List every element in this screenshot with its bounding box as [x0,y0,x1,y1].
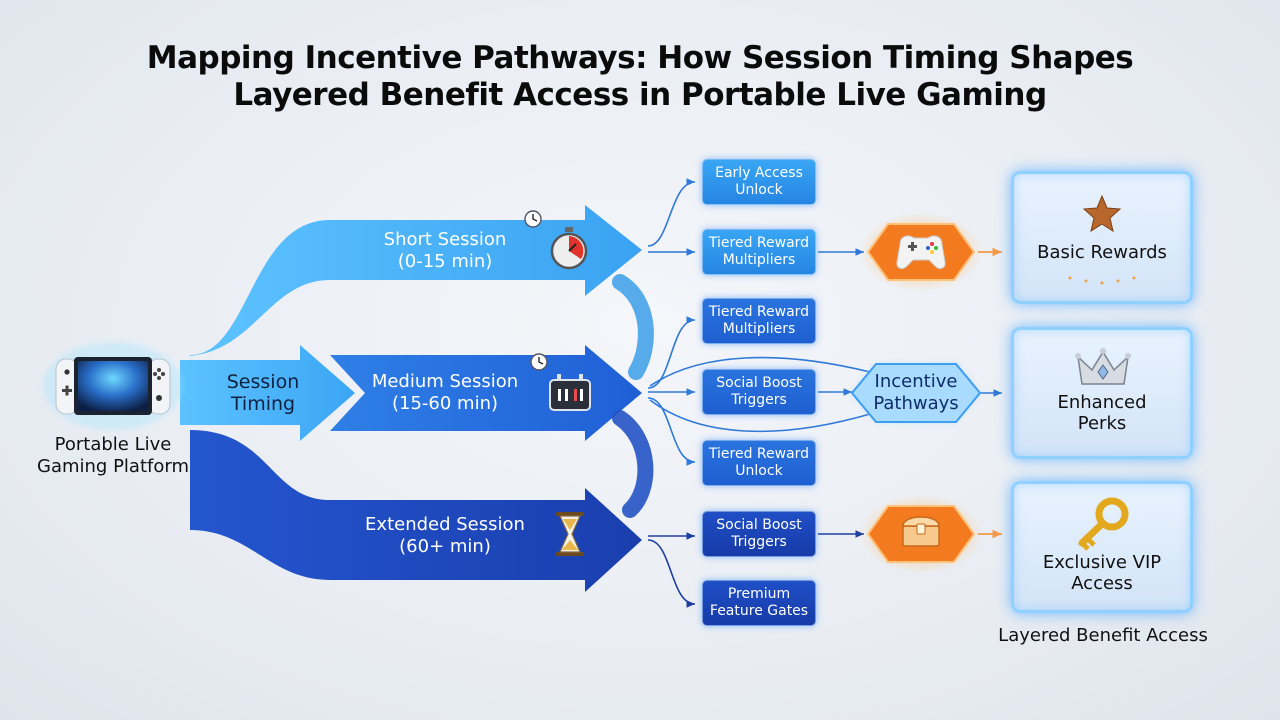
box-line2: Triggers [731,534,787,550]
box-line1: Tiered Reward [708,304,810,320]
reward-basic-rewards: Basic Rewards [1011,171,1193,304]
incentive-line2: Pathways [873,393,959,414]
box-line1: Social Boost [716,517,802,533]
box-line1: Tiered Reward [708,235,810,251]
box-line2: Multipliers [722,252,796,268]
short-session-name: Short Session [383,229,507,250]
reward-line2: Perks [1077,413,1127,434]
loop-upper [649,356,871,387]
medium-session-band [330,345,642,441]
loop-lower [649,399,871,433]
treasure-chest-icon [902,516,940,547]
incentive-line1: Incentive [874,371,958,392]
box-line2: Unlock [735,463,783,479]
clock-icon-short [524,210,542,228]
platform-label-line1: Portable Live [54,434,172,455]
session-timing-arrow [180,345,355,441]
short-session-band [190,205,642,356]
reward-line1: Basic Rewards [1037,242,1167,263]
reward-exclusive-vip-access: Exclusive VIP Access [1011,481,1193,613]
box-line1: Tiered Reward [708,446,810,462]
stopwatch-icon [550,227,588,270]
scoreboard-icon [549,374,591,411]
branch-early-access [647,178,696,247]
extended-session-range: (60+ min) [399,536,491,557]
layered-benefit-access-caption: Layered Benefit Access [998,625,1208,646]
gamepad-icon [896,235,946,270]
medium-session-name: Medium Session [371,371,519,392]
box-line1: Social Boost [716,375,802,391]
short-session-label: Short Session (0-15 min) [360,229,530,273]
incentive-pathways-label: Incentive Pathways [856,371,976,415]
clock-icon-medium [530,353,548,371]
reward-enhanced-perks: Enhanced Perks [1011,327,1193,459]
reward-line2: Access [1071,573,1133,594]
box-line2: Triggers [731,392,787,408]
box-line2: Multipliers [722,321,796,337]
title-line-1: Mapping Incentive Pathways: How Session … [146,40,1134,76]
medium-session-range: (15-60 min) [391,393,498,414]
platform-label: Portable Live Gaming Platform [20,434,206,478]
branch-premium-gates [647,539,696,608]
medium-session-label: Medium Session (15-60 min) [355,371,535,415]
extended-session-name: Extended Session [365,514,525,535]
branch-tiered-multipliers-2 [647,316,696,389]
box-line2: Feature Gates [709,603,809,619]
reward-line1: Exclusive VIP [1042,552,1162,573]
page-title: Mapping Incentive Pathways: How Session … [0,40,1280,114]
extended-session-band [190,430,642,592]
session-timing-label: Session Timing [200,371,326,415]
session-timing-line1: Session [226,371,300,393]
branch-tiered-unlock [647,397,696,466]
extended-session-label: Extended Session (60+ min) [350,514,540,558]
hourglass-icon [556,512,584,556]
box-line1: Premium [727,586,791,602]
short-to-medium-link [612,274,654,380]
title-line-2: Layered Benefit Access in Portable Live … [233,77,1047,113]
reward-line1: Enhanced [1057,392,1147,413]
session-timing-line2: Timing [230,393,296,415]
box-line2: Unlock [735,182,783,198]
box-line1: Early Access [715,165,803,181]
incentive-pathways-hub [850,363,982,423]
short-session-range: (0-15 min) [397,251,493,272]
handheld-console-icon [43,342,183,430]
chest-hub [859,494,983,574]
gamepad-hub [859,212,983,292]
medium-to-extended-link [612,410,654,518]
platform-label-line2: Gaming Platform [37,456,189,477]
